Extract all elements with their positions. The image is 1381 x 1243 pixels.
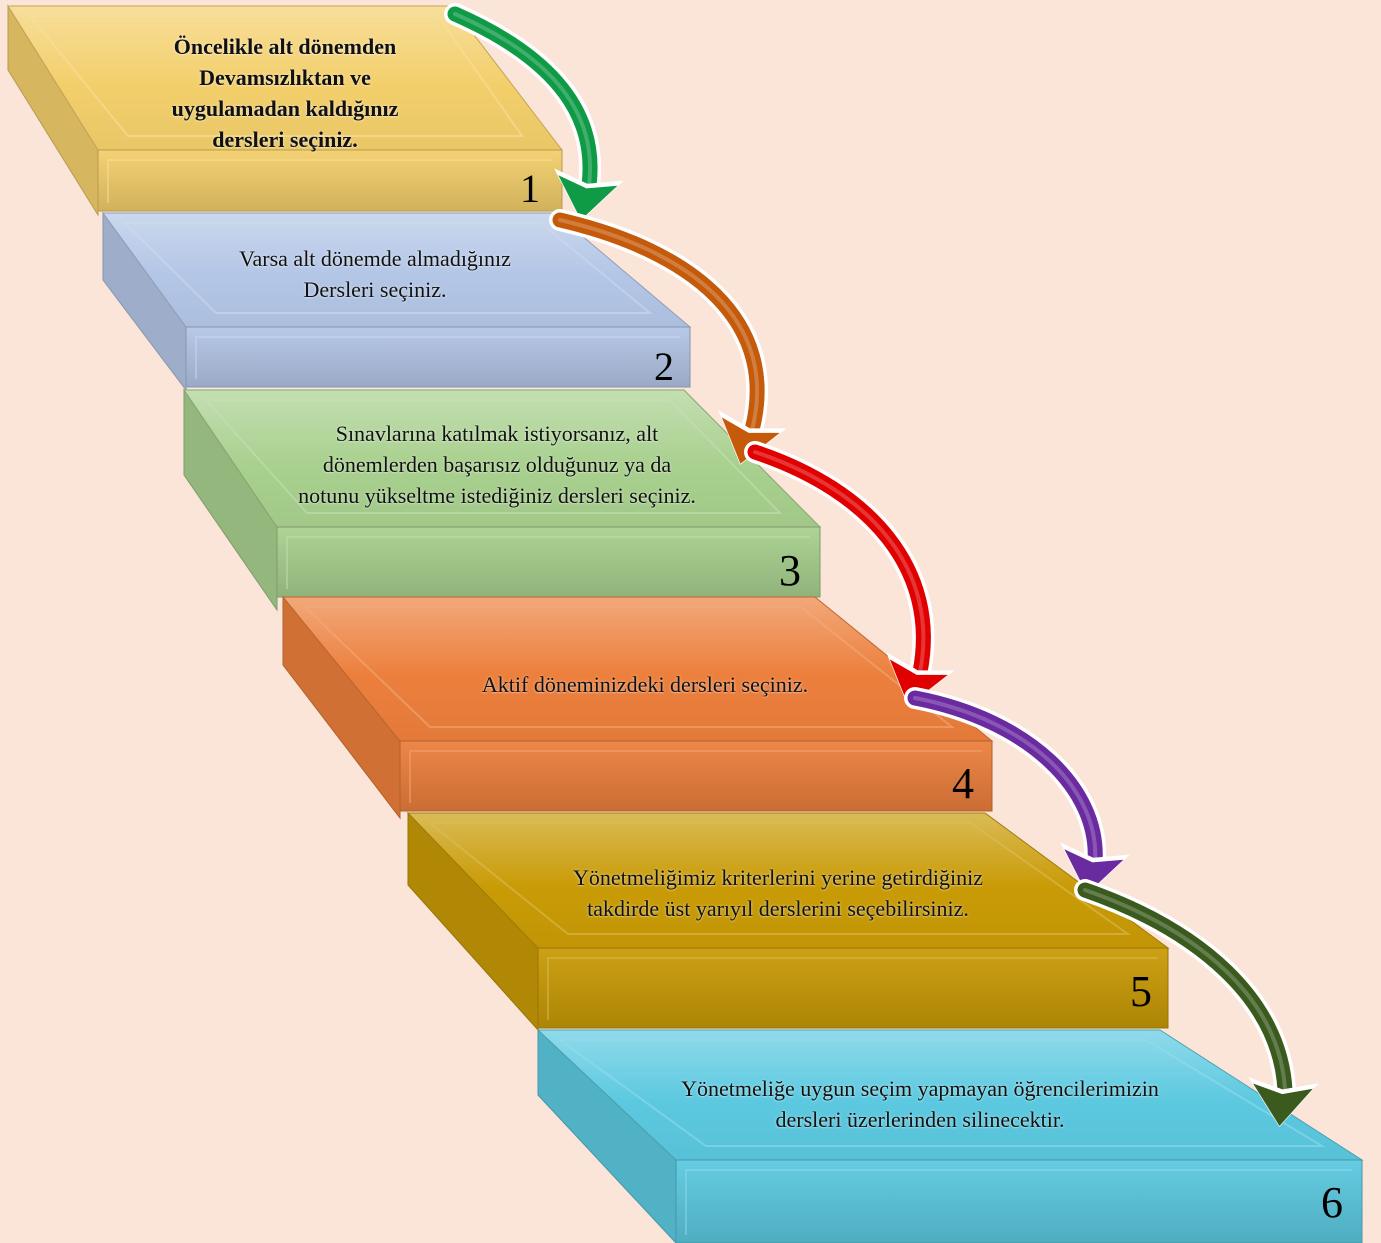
step-1-line-2: Devamsızlıktan ve <box>199 65 371 90</box>
arrowhead-icon <box>1253 1083 1313 1126</box>
step-3-bevel <box>203 399 783 514</box>
step-5-bevel <box>427 822 1132 935</box>
step-5-line-1: Yönetmeliğimiz kriterlerini yerine getir… <box>573 865 983 890</box>
step-5-line-2: takdirde üst yarıyıl derslerini seçebili… <box>587 896 969 921</box>
step-3-line-1: Sınavlarına katılmak istiyorsanız, alt <box>335 421 659 446</box>
step-6-line-1: Yönetmeliğe uygun seçim yapmayan öğrenci… <box>681 1076 1159 1101</box>
arrowhead-icon <box>889 659 948 706</box>
step-4-text: Aktif döneminizdeki dersleri seçiniz. <box>420 669 870 700</box>
step-1-line-3: uygulamadan kaldığınız <box>171 96 399 121</box>
step-6-text: Yönetmeliğe uygun seçim yapmayan öğrenci… <box>640 1073 1200 1135</box>
step-2-block <box>102 211 692 392</box>
step-1-bevel <box>27 15 524 137</box>
step-2-text: Varsa alt dönemde almadığınız Dersleri s… <box>170 243 580 305</box>
step-5-text: Yönetmeliğimiz kriterlerini yerine getir… <box>528 862 1028 924</box>
step-2-front-bevel <box>195 336 680 379</box>
step-4-front-bevel <box>409 750 982 803</box>
step-2-line-1: Varsa alt dönemde almadığınız <box>239 246 511 271</box>
step-5-front-bevel <box>547 957 1158 1020</box>
step-3-front <box>276 526 821 598</box>
step-1-line-1: Öncelikle alt dönemden <box>173 34 397 59</box>
step-3-block <box>183 388 822 612</box>
step-6-front <box>675 1159 1363 1243</box>
arrow-1-to-2 <box>444 3 624 221</box>
step-6-block <box>536 1028 1364 1243</box>
step-4-line-1: Aktif döneminizdeki dersleri seçiniz. <box>481 672 809 697</box>
arrow-4-to-5 <box>904 687 1130 895</box>
step-3-number: 3 <box>779 546 801 595</box>
step-4-front <box>399 740 993 812</box>
arrow-5-to-6 <box>1074 879 1319 1128</box>
step-4-block <box>281 595 994 820</box>
step-6-front-bevel <box>685 1169 1352 1235</box>
step-6-line-2: dersleri üzerlerinden silinecektir. <box>775 1107 1065 1132</box>
step-1-front-bevel <box>107 159 552 203</box>
step-3-front-bevel <box>286 536 810 589</box>
step-3-line-3: notunu yükseltme istediğiniz dersleri se… <box>298 483 696 508</box>
step-1-text: Öncelikle alt dönemden Devamsızlıktan ve… <box>120 31 450 155</box>
arrow-3-to-4 <box>744 441 955 707</box>
step-2-front <box>185 326 691 388</box>
arrowhead-icon <box>721 417 780 464</box>
arrowhead-icon <box>1064 849 1124 894</box>
step-1-number: 1 <box>520 166 540 211</box>
step-5-front <box>537 947 1169 1029</box>
step-2-bevel <box>122 222 653 314</box>
step-6-bevel <box>556 1039 1326 1147</box>
step-5-number: 5 <box>1130 967 1152 1016</box>
arrow-2-to-3 <box>549 209 787 465</box>
step-6-number: 6 <box>1321 1178 1343 1227</box>
step-2-number: 2 <box>654 344 674 389</box>
step-3-text: Sınavlarına katılmak istiyorsanız, alt d… <box>262 418 732 511</box>
step-3-line-2: dönemlerden başarısız olduğunuz ya da <box>322 452 672 477</box>
step-4-bevel <box>302 606 955 728</box>
step-1-line-4: dersleri seçiniz. <box>212 127 358 152</box>
step-5-block <box>406 811 1170 1032</box>
step-1-block <box>7 4 564 217</box>
step-2-line-2: Dersleri seçiniz. <box>303 277 447 302</box>
step-4-number: 4 <box>952 759 974 808</box>
arrowhead-icon <box>558 175 618 220</box>
